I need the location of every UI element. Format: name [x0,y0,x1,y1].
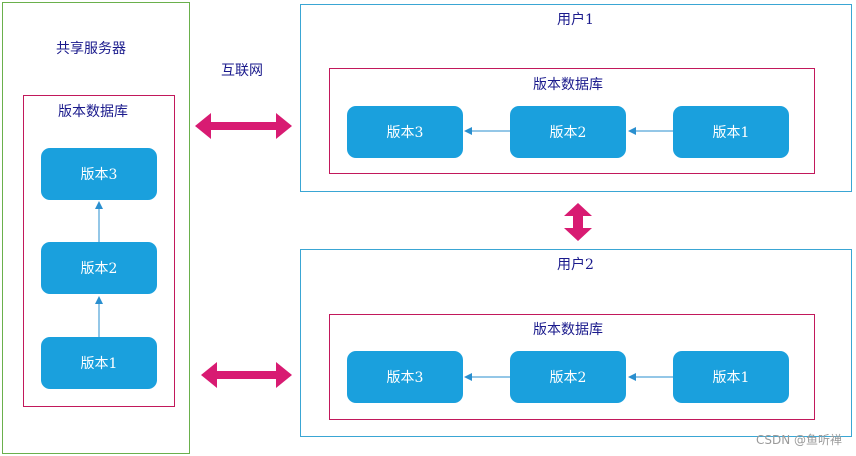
user1-user2-double-arrow [564,203,592,241]
server-user1-double-arrow [195,113,292,139]
user2-version-3: 版本3 [347,351,463,403]
user2-title: 用户2 [557,257,594,273]
user1-version-db [329,68,815,174]
user2-container [300,249,852,437]
user1-version-1: 版本1 [673,106,789,158]
server-version-1: 版本1 [41,337,157,389]
server-user2-double-arrow [201,362,292,388]
server-version-db [23,95,175,407]
user1-version-db-label: 版本数据库 [533,77,603,93]
server-version-3: 版本3 [41,148,157,200]
server-version-db-label: 版本数据库 [58,104,128,120]
user2-version-db [329,314,815,420]
user1-version-3: 版本3 [347,106,463,158]
user1-version-2: 版本2 [510,106,626,158]
shared-server-container [2,2,190,454]
internet-label: 互联网 [221,63,263,79]
user1-container [300,4,852,192]
user2-version-1: 版本1 [673,351,789,403]
watermark: CSDN @鱼听禅 [755,433,842,447]
user2-version-db-label: 版本数据库 [533,322,603,338]
user2-version-2: 版本2 [510,351,626,403]
user1-title: 用户1 [557,12,594,28]
server-version-2: 版本2 [41,242,157,294]
shared-server-title: 共享服务器 [56,41,126,57]
